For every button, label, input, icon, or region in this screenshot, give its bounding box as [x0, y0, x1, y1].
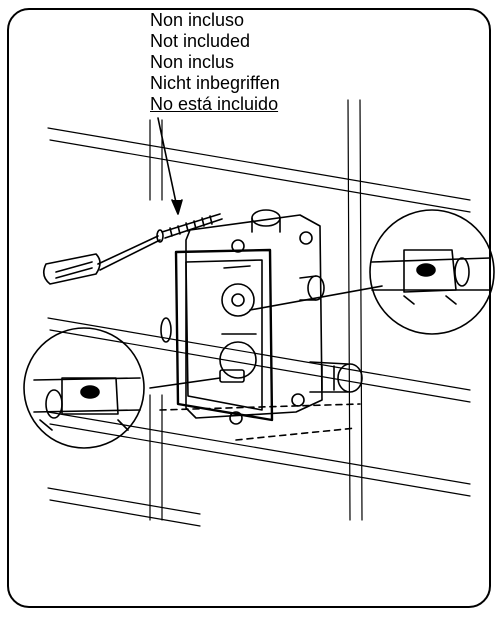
not-included-callout: Non incluso Not included Non inclus Nich…: [150, 10, 350, 115]
tile-grid: [47, 99, 471, 527]
illustration-frame: [7, 8, 491, 608]
valve-level-marker: [149, 285, 383, 389]
valve-box-icon: [159, 209, 363, 441]
screwdriver-icon: [42, 235, 161, 285]
label-italian: Non incluso: [150, 10, 245, 30]
spirit-level-icon-left: [23, 327, 145, 449]
label-english: Not included: [150, 31, 251, 51]
label-spanish: No está incluido: [150, 94, 279, 114]
screw-icon: [156, 213, 223, 243]
spirit-level-icon: [369, 209, 495, 335]
label-german: Nicht inbegriffen: [150, 73, 280, 93]
label-french: Non inclus: [150, 52, 235, 72]
callout-arrow: [157, 117, 183, 215]
